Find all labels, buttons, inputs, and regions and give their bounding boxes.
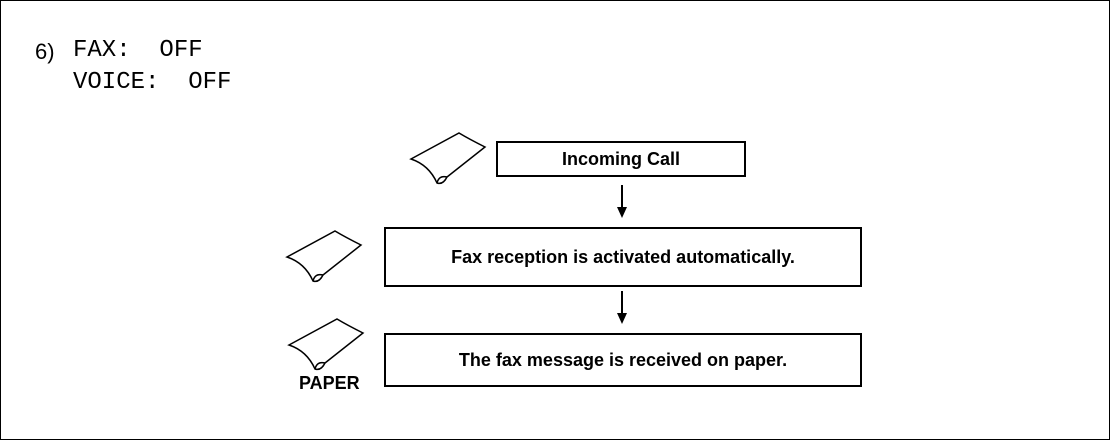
step-number: 6) — [35, 39, 55, 64]
paper-sheet-icon — [409, 132, 487, 185]
paper-label: PAPER — [299, 373, 360, 393]
voice-status-line: VOICE: OFF — [73, 69, 232, 96]
flow-step-incoming-call: Incoming Call — [496, 141, 746, 177]
flow-step-received-on-paper: The fax message is received on paper. — [384, 333, 862, 387]
down-arrow-icon — [617, 185, 627, 218]
down-arrow-icon — [617, 291, 627, 324]
paper-sheet-icon — [287, 318, 365, 371]
fax-status-line: FAX: OFF — [73, 37, 203, 64]
flow-step-fax-reception: Fax reception is activated automatically… — [384, 227, 862, 287]
paper-sheet-icon — [285, 230, 363, 283]
